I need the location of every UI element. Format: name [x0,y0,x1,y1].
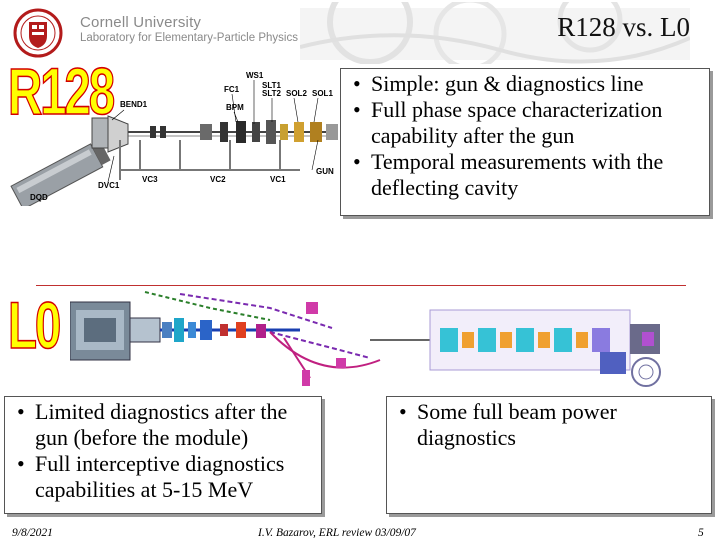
section-divider [36,285,686,286]
label-fc1: FC1 [224,85,240,94]
l0-injector-elements [162,318,266,342]
footer-presenter: I.V. Bazarov, ERL review 03/09/07 [258,527,416,539]
r128-beamline-diagram: WS1 SLT1 SLT2 FC1 BPM SOL2 SOL1 BEND1 VC… [10,71,338,206]
label-vc2: VC2 [210,175,226,184]
l0-merger-loop [269,331,381,379]
r128-bullet: Simple: gun & diagnostics line [341,71,709,97]
l0-beam-dump [600,324,661,387]
l0-left-bullet: Full interceptive diagnostics capabiliti… [5,451,321,503]
bend1-chamber [107,115,129,153]
label-slt1: SLT1 [262,81,282,90]
l0-beamline-diagram [70,291,661,387]
label-bend1: BEND1 [120,100,148,109]
l0-right-bullet: Some full beam power diagnostics [387,399,711,451]
university-name: Cornell University [80,14,202,31]
label-vc1: VC1 [270,175,286,184]
laboratory-name: Laboratory for Elementary-Particle Physi… [80,32,298,44]
label-dqd: DQD [30,193,48,202]
r128-beamline-elements [150,120,338,144]
label-bpm: BPM [226,103,244,112]
l0-magenta-elements [302,302,346,386]
r128-bullet-box: Simple: gun & diagnostics line Full phas… [340,68,710,216]
l0-gun-region [70,301,161,361]
label-dvc1: DVC1 [98,181,120,190]
r128-support-stands [119,140,300,180]
label-ws1: WS1 [246,71,264,80]
label-sol1: SOL1 [312,89,333,98]
slide-header: Cornell University Laboratory for Elemen… [0,0,720,64]
cornell-seal-logo [13,8,63,58]
page-number: 5 [698,527,704,539]
r128-dump-tube [10,140,111,206]
l0-diagnostic-branch-upper [144,291,271,321]
r128-bullet: Temporal measurements with the deflectin… [341,149,709,201]
title-watermark [300,2,690,64]
l0-cryomodule-elements [440,328,610,352]
l0-section-label: L0 [7,288,61,362]
label-vc3: VC3 [142,175,158,184]
label-sol2: SOL2 [286,89,307,98]
label-gun: GUN [316,167,334,176]
l0-left-bullet-box: Limited diagnostics after the gun (befor… [4,396,322,514]
r128-bullet: Full phase space characterization capabi… [341,97,709,149]
l0-right-bullet-box: Some full beam power diagnostics [386,396,712,514]
footer-date: 9/8/2021 [12,527,53,539]
l0-left-bullet: Limited diagnostics after the gun (befor… [5,399,321,451]
label-slt2: SLT2 [262,89,282,98]
l0-bend-lines [179,293,371,359]
r128-section-label: R128 [7,54,115,128]
slide-title: R128 vs. L0 [557,12,690,42]
